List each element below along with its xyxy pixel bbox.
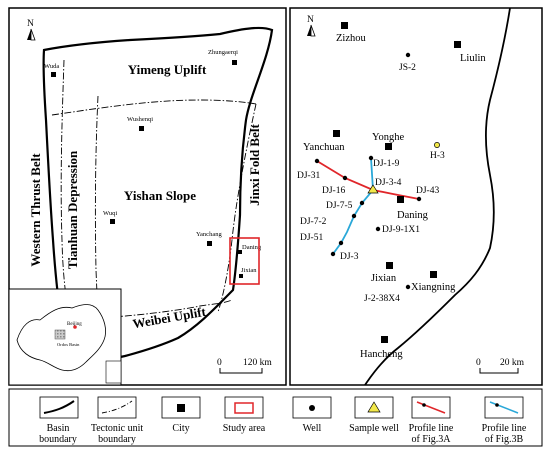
- inset-beijing-label: Beijing: [67, 322, 82, 327]
- well-label-dj-1-9: DJ-1-9: [373, 159, 400, 169]
- well-label-dj-9-1x1: DJ-9-1X1: [382, 225, 420, 235]
- well-label-dj-31: DJ-31: [297, 171, 320, 181]
- beijing-dot: [73, 325, 77, 329]
- well-label-dj-16: DJ-16: [322, 186, 345, 196]
- legend-city-icon: [177, 404, 185, 412]
- city-marker-wuqi: [110, 219, 115, 224]
- left-map-frame: [8, 7, 287, 386]
- well-label-js-2: JS-2: [399, 63, 416, 73]
- city-daning-left: Daning: [242, 244, 262, 251]
- right-map-frame: [289, 7, 543, 386]
- well-label-dj-3-4: DJ-3-4: [375, 178, 402, 188]
- city-wuda: Wuda: [44, 63, 59, 70]
- profile-line-b-wells: [330, 155, 374, 257]
- profile-line-a-wells: [314, 158, 422, 202]
- well-label-dj-3: DJ-3: [340, 252, 359, 262]
- city-daning: Daning: [397, 210, 429, 221]
- legend-city-label: City: [172, 423, 189, 434]
- legend-study-area-icon: [234, 402, 254, 414]
- city-wushenqi: Wushenqi: [127, 116, 153, 123]
- legend-tectonic-label-2: boundary: [98, 434, 136, 445]
- left-cities: Wuda Zhungaerqi Wushenqi Wuqi Yanchang D…: [44, 49, 262, 278]
- basin-boundary: [42, 26, 274, 376]
- city-xiangning: Xiangning: [411, 282, 456, 293]
- study-area-box: [229, 237, 260, 285]
- inset-south-china-sea-box: [105, 360, 122, 384]
- legend-well-icon: [309, 405, 315, 411]
- legend-sample-well-label: Sample well: [349, 423, 399, 434]
- scale-left-zero: 0: [217, 358, 222, 368]
- legend-basin-icon: [43, 400, 75, 414]
- north-label-right: N: [307, 15, 314, 25]
- legend-frame: [8, 388, 543, 447]
- city-hancheng: Hancheng: [360, 349, 403, 360]
- legend-basin-label-1: Basin: [47, 423, 70, 434]
- legend-profile-b-icon: [489, 401, 519, 414]
- right-map: N: [289, 7, 543, 386]
- north-label-left: N: [27, 19, 34, 29]
- north-arrow-right-icon: [307, 24, 316, 37]
- city-zhungaerqi: Zhungaerqi: [208, 49, 238, 56]
- well-label-j-2-38x4: J-2-38X4: [364, 294, 400, 304]
- scale-bar-right: 0 20 km: [476, 358, 525, 374]
- region-tianhuan-depression: Tianhuan Depression: [65, 150, 80, 269]
- city-marker-daning-left: [238, 250, 242, 254]
- sample-well-h-3: [434, 142, 440, 148]
- well-label-dj-7-2: DJ-7-2: [300, 217, 327, 227]
- legend-profile-a-label-1: Profile line: [409, 423, 454, 434]
- city-yanchang: Yanchang: [196, 231, 222, 238]
- city-liulin: Liulin: [460, 53, 486, 64]
- city-yonghe: Yonghe: [372, 132, 405, 143]
- well-j-2-38x4-marker: [405, 284, 411, 290]
- region-yishan-slope: Yishan Slope: [124, 188, 196, 203]
- region-weibei-uplift: Weibei Uplift: [131, 304, 207, 332]
- basin-boundary-right: [364, 7, 511, 386]
- legend-profile-a-label-2: of Fig.3A: [412, 434, 452, 445]
- city-jixian: Jixian: [371, 273, 397, 284]
- city-marker-wuda: [51, 72, 56, 77]
- legend-tectonic-label-1: Tectonic unit: [91, 423, 144, 434]
- well-dj-9-1x1-marker: [375, 226, 381, 232]
- well-label-dj-7-5: DJ-7-5: [326, 201, 353, 211]
- city-zizhou: Zizhou: [336, 33, 366, 44]
- legend-sample-well-icon: [367, 401, 381, 413]
- legend-profile-b-label-1: Profile line: [482, 423, 527, 434]
- left-map: N Yimeng Uplift Yishan Slope Western Thr…: [8, 7, 287, 386]
- city-jixian-left: Jixian: [241, 267, 257, 274]
- scale-bar-left: 0 120 km: [217, 358, 272, 374]
- legend-tectonic-icon: [101, 400, 133, 414]
- legend-well-label: Well: [303, 423, 322, 434]
- region-western-thrust-belt: Western Thrust Belt: [28, 153, 43, 267]
- scale-left-distance: 120 km: [243, 358, 272, 368]
- inset-ordos-label: Ordos Basin: [57, 342, 80, 347]
- right-city-markers: [333, 22, 461, 343]
- city-yanchuan: Yanchuan: [303, 142, 345, 153]
- north-arrow-left-icon: [27, 28, 36, 41]
- legend-profile-a-icon: [416, 401, 446, 414]
- city-marker-zhungaerqi: [232, 60, 237, 65]
- city-marker-jixian-left: [239, 274, 243, 278]
- sample-well-dj-3-4: [367, 184, 379, 194]
- well-label-dj-43: DJ-43: [416, 186, 439, 196]
- well-js-2: [405, 52, 411, 58]
- region-yimeng-uplift: Yimeng Uplift: [128, 62, 207, 77]
- city-marker-yanchang: [207, 241, 212, 246]
- well-label-dj-51: DJ-51: [300, 233, 323, 243]
- city-wuqi: Wuqi: [103, 210, 117, 217]
- scale-right-zero: 0: [476, 358, 481, 368]
- legend-profile-b-label-2: of Fig.3B: [485, 434, 524, 445]
- legend-study-area-label: Study area: [223, 423, 266, 434]
- legend-basin-label-2: boundary: [39, 434, 77, 445]
- city-marker-wushenqi: [139, 126, 144, 131]
- legend: Basin boundary Tectonic unit boundary Ci…: [8, 388, 543, 447]
- region-jinxi-fold-belt: Jinxi Fold Belt: [247, 124, 262, 206]
- ordos-basin-patch: [54, 329, 66, 340]
- well-label-h-3: H-3: [430, 151, 445, 161]
- scale-right-distance: 20 km: [500, 358, 525, 368]
- inset-china-map: Beijing Ordos Basin: [8, 288, 122, 386]
